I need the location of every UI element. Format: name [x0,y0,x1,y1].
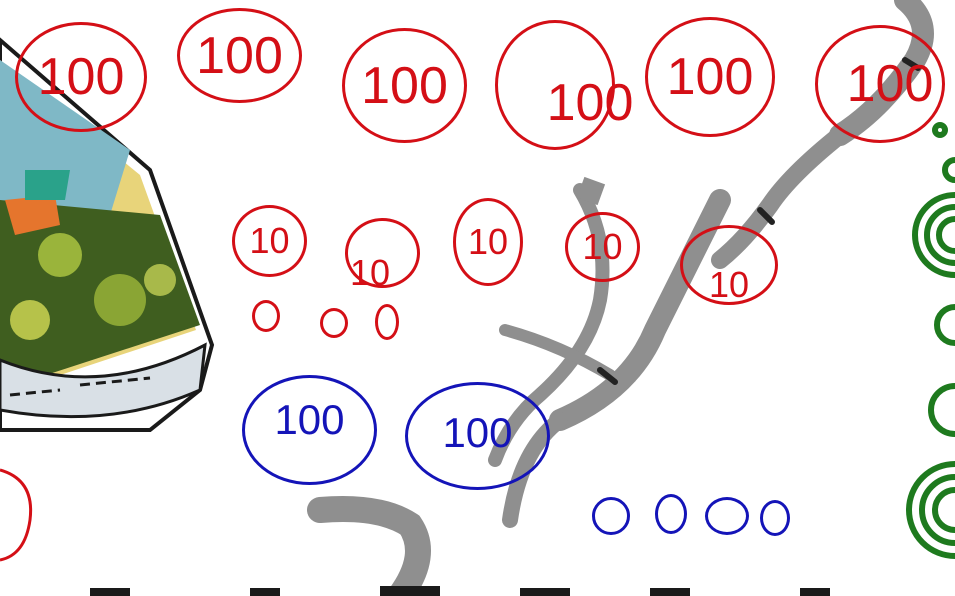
red-ten-coin: 10 [565,212,640,282]
red-hundred-coin: 100 [495,20,615,150]
red-hundred-coin: 100 [342,28,467,143]
red-one-coin [320,308,348,338]
red-hundred-coin: 100 [645,17,775,137]
blue-one-coin [592,497,630,535]
red-one-coin [375,304,399,340]
red-one-coin [252,300,280,332]
red-ten-coin: 10 [453,198,523,286]
red-hundred-coin: 100 [177,8,302,103]
green-spiral-border [909,125,955,556]
blue-hundred-coin: 100 [405,382,550,490]
partial-red-coin [0,470,31,560]
blue-one-coin [705,497,749,535]
blue-one-coin [655,494,687,534]
blue-one-coin [760,500,790,536]
red-hundred-coin: 100 [15,22,147,132]
red-hundred-coin: 100 [815,25,945,143]
red-ten-coin: 10 [345,218,420,288]
cropped-bottom-text [90,586,830,596]
red-ten-coin: 10 [232,205,307,277]
red-ten-coin: 10 [680,225,778,305]
blue-hundred-coin: 100 [242,375,377,485]
